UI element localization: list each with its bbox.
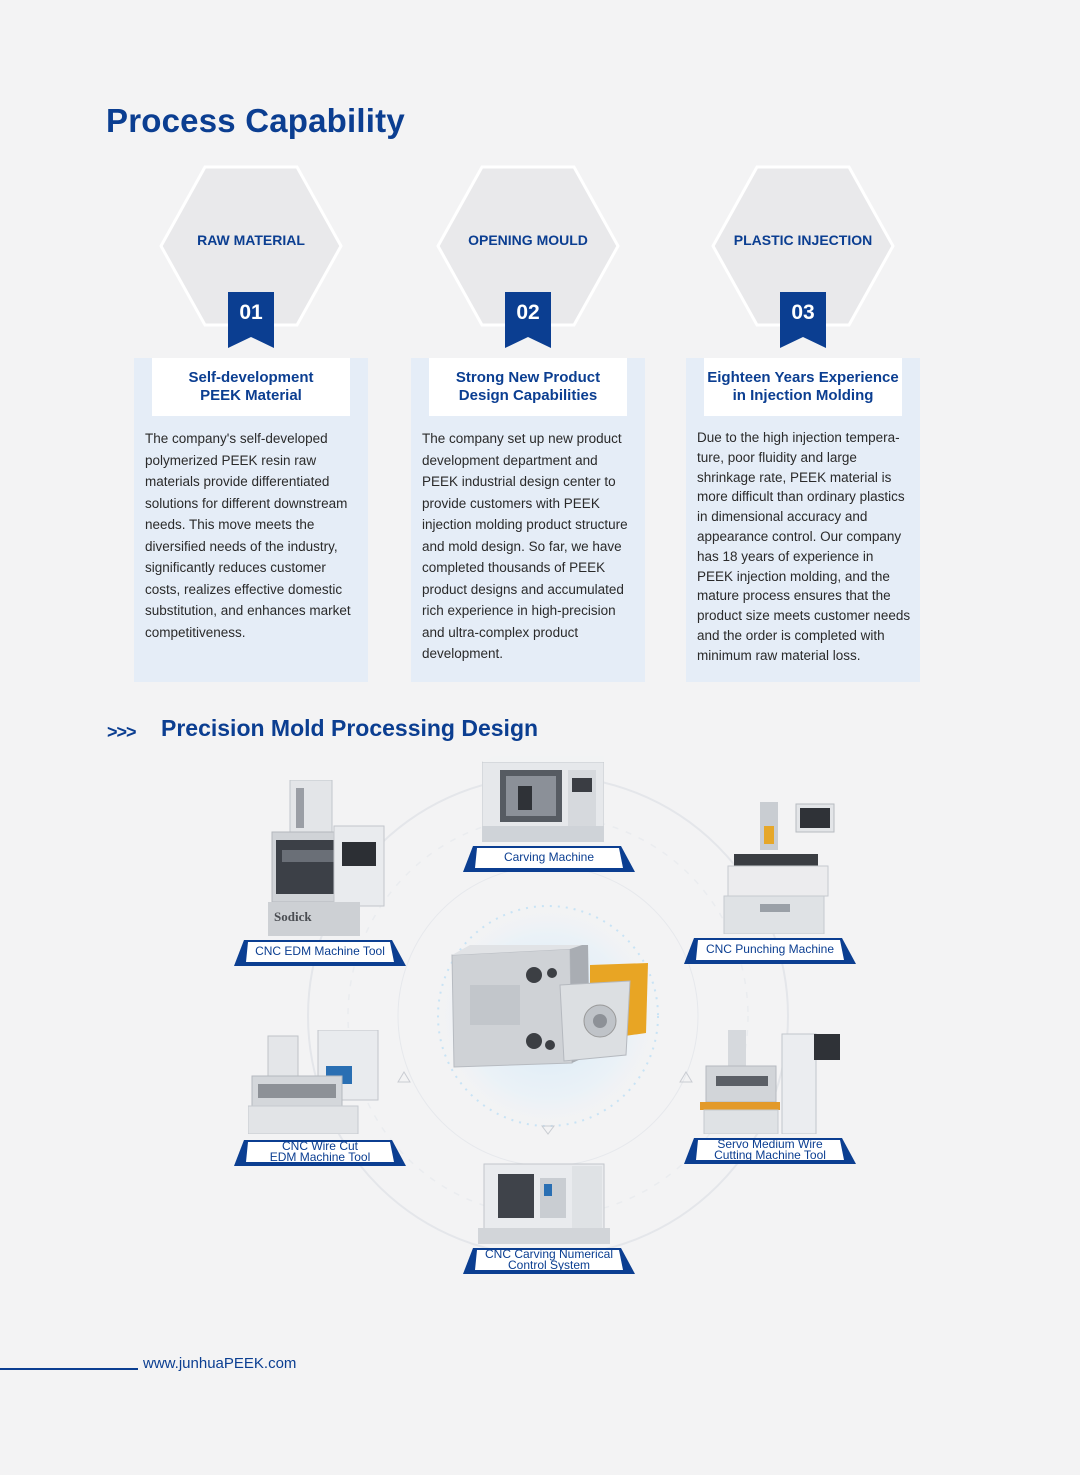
hex-label: RAW MATERIAL bbox=[197, 232, 305, 248]
process-raw-material: RAW MATERIAL 01 Self-development PEEK Ma… bbox=[134, 165, 368, 682]
card-body: Due to the high injection tempera-ture, … bbox=[697, 430, 911, 663]
machine-diagram: Carving Machine Sodick CNC EDM Machine T… bbox=[0, 740, 1080, 1300]
card-heading: Eighteen Years Experience in Injection M… bbox=[704, 358, 902, 416]
cnc-carving-numerical-image bbox=[478, 1158, 610, 1244]
cnc-punching-machine-image bbox=[720, 798, 838, 934]
carving-machine-tag: Carving Machine bbox=[463, 846, 635, 872]
hexagon: PLASTIC INJECTION 03 bbox=[711, 165, 895, 348]
hexagon: OPENING MOULD 02 bbox=[436, 165, 620, 348]
number-ribbon: 02 bbox=[505, 292, 551, 348]
process-card: Strong New Product Design Capabilities T… bbox=[411, 358, 645, 682]
hex-label: PLASTIC INJECTION bbox=[733, 232, 873, 248]
number-ribbon: 03 bbox=[780, 292, 826, 348]
page-title: Process Capability bbox=[106, 102, 405, 139]
cnc-carving-numerical-tag: CNC Carving Numerical Control System bbox=[463, 1248, 635, 1274]
process-plastic-injection: PLASTIC INJECTION 03 Eighteen Years Expe… bbox=[686, 165, 920, 682]
cnc-edm-label: CNC EDM Machine Tool bbox=[255, 944, 385, 958]
card-heading: Strong New Product Design Capabilities bbox=[429, 358, 627, 416]
process-card: Self-development PEEK Material The compa… bbox=[134, 358, 368, 682]
cnc-punching-tag: CNC Punching Machine bbox=[684, 938, 856, 964]
footer-website-link[interactable]: www.junhuaPEEK.com bbox=[143, 1355, 297, 1372]
cnc-wire-cut-label: CNC Wire Cut EDM Machine Tool bbox=[269, 1138, 371, 1164]
edm-brand-logo: Sodick bbox=[274, 909, 312, 924]
step-number: 01 bbox=[239, 301, 263, 324]
card-heading: Self-development PEEK Material bbox=[152, 358, 350, 416]
footer-rule bbox=[0, 1368, 138, 1370]
hexagon: RAW MATERIAL 01 bbox=[159, 165, 343, 348]
number-ribbon: 01 bbox=[228, 292, 274, 348]
process-card: Eighteen Years Experience in Injection M… bbox=[686, 358, 920, 682]
cnc-carving-numerical-label: CNC Carving Numerical Control System bbox=[484, 1246, 614, 1272]
card-body: The company's self-developed polymerized… bbox=[145, 431, 351, 640]
section-arrows: >>> bbox=[107, 722, 137, 742]
card-body: The company set up new product developme… bbox=[422, 431, 628, 661]
process-opening-mould: OPENING MOULD 02 Strong New Product Desi… bbox=[411, 165, 645, 682]
servo-wire-cutting-label: Servo Medium Wire Cutting Machine Tool bbox=[714, 1136, 826, 1162]
cnc-punching-label: CNC Punching Machine bbox=[705, 942, 835, 956]
carving-machine-image bbox=[482, 756, 604, 842]
cnc-edm-tag: CNC EDM Machine Tool bbox=[234, 940, 406, 966]
step-number: 03 bbox=[791, 301, 815, 324]
step-number: 02 bbox=[516, 301, 540, 324]
carving-machine-label: Carving Machine bbox=[503, 850, 595, 864]
servo-wire-cutting-tag: Servo Medium Wire Cutting Machine Tool bbox=[684, 1138, 856, 1164]
cnc-wire-cut-tag: CNC Wire Cut EDM Machine Tool bbox=[234, 1140, 406, 1166]
hex-label: OPENING MOULD bbox=[468, 232, 588, 248]
cnc-wire-cut-image bbox=[248, 1030, 386, 1134]
cnc-edm-machine-image: Sodick bbox=[268, 780, 388, 936]
servo-wire-cutting-image bbox=[700, 1024, 840, 1134]
mold-image bbox=[450, 945, 650, 1090]
section-title: Precision Mold Processing Design bbox=[161, 715, 539, 741]
